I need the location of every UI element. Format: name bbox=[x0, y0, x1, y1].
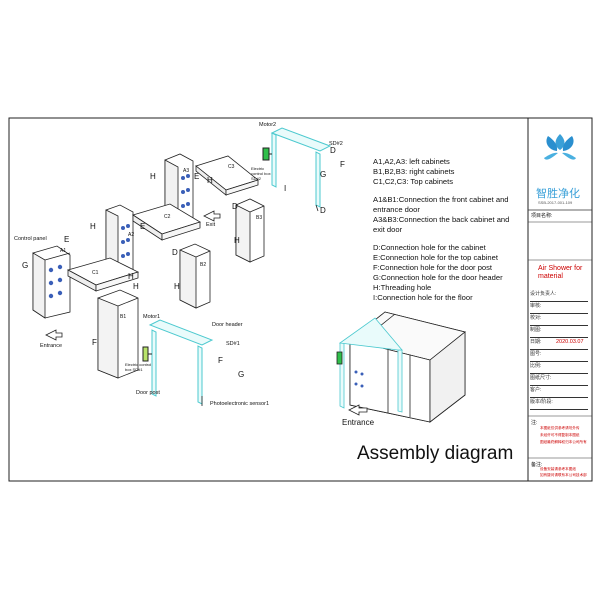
date-value: 2020.03.07 bbox=[556, 339, 584, 345]
legend-line: A3&B3:Connection the back cabinet and bbox=[373, 215, 510, 224]
legend-line: entrance door bbox=[373, 205, 420, 214]
part-label-c2: C2 bbox=[164, 214, 171, 220]
ecb-bottom-label: Electric control box SD#1 bbox=[125, 362, 152, 372]
notes-line: 本图纸仅供参考请勿外传 bbox=[540, 426, 580, 430]
title-block bbox=[527, 118, 592, 481]
letter-f: F bbox=[92, 338, 97, 347]
exit-arrow bbox=[203, 210, 221, 222]
part-label-c3: C3 bbox=[228, 164, 235, 170]
footer-label: 备注: bbox=[531, 462, 543, 468]
entrance-arrow-left bbox=[45, 329, 63, 341]
entrance-arrow-right bbox=[348, 404, 368, 416]
tb-row: 日期: bbox=[530, 338, 588, 350]
company-name: 智胜净化 bbox=[536, 188, 580, 200]
floor-bolts bbox=[201, 204, 319, 406]
tb-row: 制图: bbox=[530, 326, 588, 338]
assembled-air-shower bbox=[336, 311, 466, 423]
part-label-c1: C1 bbox=[92, 270, 99, 276]
ecb-top-label: Electric control box SD#2 bbox=[251, 166, 271, 181]
footer-line: 设备安装请参考本图纸 bbox=[540, 467, 576, 471]
tb-row: 设计负责人: bbox=[530, 290, 588, 302]
letter-g: G bbox=[238, 370, 245, 379]
letter-h: H bbox=[90, 222, 96, 231]
legend-line: E:Connection hole for the top cabinet bbox=[373, 253, 498, 262]
part-label-a2: A2 bbox=[128, 232, 135, 238]
letter-h: H bbox=[174, 282, 180, 291]
tb-row: 客户: bbox=[530, 386, 588, 398]
cabinet-c3 bbox=[195, 155, 259, 196]
legend-line: I:Connection hole for the floor bbox=[373, 293, 473, 302]
legend-line: D:Connection hole for the cabinet bbox=[373, 243, 486, 252]
letter-e: E bbox=[194, 172, 200, 181]
door-header-label: Door header bbox=[212, 322, 243, 328]
sd2-label: SD#2 bbox=[329, 141, 343, 147]
project-label: 项目名称: bbox=[531, 213, 553, 219]
door-post-label: Door post bbox=[136, 390, 160, 396]
legend-line: G:Connection hole for the door header bbox=[373, 273, 503, 282]
part-label-b3: B3 bbox=[256, 215, 263, 221]
main-title: Assembly diagram bbox=[357, 443, 514, 464]
letter-i: I bbox=[284, 184, 287, 193]
letter-e: E bbox=[140, 222, 146, 231]
cabinet-b1 bbox=[97, 289, 139, 379]
letter-g: G bbox=[320, 170, 327, 179]
tb-row: 图号: bbox=[530, 350, 588, 362]
letter-d: D bbox=[330, 146, 336, 155]
letter-h: H bbox=[150, 172, 156, 181]
letter-d: D bbox=[172, 248, 178, 257]
part-label-a1: A1 bbox=[60, 248, 67, 254]
letter-e: E bbox=[64, 235, 70, 244]
legend-line: A1&B1:Connection the front cabinet and bbox=[373, 195, 509, 204]
control-panel-label: Control panel bbox=[14, 236, 47, 242]
cabinet-a1 bbox=[32, 245, 71, 319]
letter-h: H bbox=[207, 176, 213, 185]
exit-label: Exit bbox=[206, 222, 216, 228]
footer-line: 如有疑问请联系本公司技术部 bbox=[540, 473, 587, 477]
company-logo-icon bbox=[544, 134, 576, 160]
cabinet-c1 bbox=[66, 257, 140, 292]
letter-g: G bbox=[22, 261, 29, 270]
photo-sensor-label: Photoelectronic sensor1 bbox=[210, 401, 270, 407]
cabinet-c2 bbox=[132, 203, 201, 241]
entrance-right-label: Entrance bbox=[342, 418, 375, 427]
motor2-label: Motor2 bbox=[259, 122, 277, 128]
legend-line: A1,A2,A3: left cabinets bbox=[373, 157, 450, 166]
legend-line: exit door bbox=[373, 225, 403, 234]
cabinet-b3 bbox=[235, 198, 265, 263]
legend-line: B1,B2,B3: right cabinets bbox=[373, 167, 455, 176]
entrance-left-label: Entrance bbox=[40, 343, 63, 349]
letter-d: D bbox=[320, 206, 326, 215]
legend-line: H:Threading hole bbox=[373, 283, 432, 292]
cabinet-b2 bbox=[179, 243, 211, 309]
letter-f: F bbox=[218, 356, 223, 365]
letter-d: D bbox=[232, 202, 238, 211]
letter-f: F bbox=[340, 160, 345, 169]
sd1-label: SD#1 bbox=[226, 341, 240, 347]
motor1-label: Motor1 bbox=[143, 314, 161, 320]
part-label-b2: B2 bbox=[200, 262, 207, 268]
letter-h: H bbox=[133, 282, 139, 291]
tb-row: 审核: bbox=[530, 302, 588, 314]
letter-h: H bbox=[234, 236, 240, 245]
notes-line: 未经许可不得复制本图纸 bbox=[540, 433, 580, 437]
part-label-a3: A3 bbox=[183, 168, 190, 174]
door-frame-bottom bbox=[142, 319, 214, 405]
tb-row: 校对: bbox=[530, 314, 588, 326]
legend-line: F:Connection hole for the door post bbox=[373, 263, 493, 272]
company-code: SSB-2017-001-109 bbox=[538, 200, 573, 205]
tb-row: 版本/阶段: bbox=[530, 398, 588, 410]
notes-label: 注: bbox=[531, 420, 538, 426]
door-frame-top bbox=[262, 127, 332, 208]
project-value: Air Shower for material bbox=[538, 265, 583, 280]
legend-line: C1,C2,C3: Top cabinets bbox=[373, 177, 454, 186]
tb-row: 图纸尺寸: bbox=[530, 374, 588, 386]
sheet-border bbox=[8, 117, 593, 482]
part-label-b1: B1 bbox=[120, 314, 127, 320]
tb-row: 比例: bbox=[530, 362, 588, 374]
notes-line: 图纸最终解释权归本公司所有 bbox=[540, 440, 587, 444]
letter-h: H bbox=[128, 272, 134, 281]
